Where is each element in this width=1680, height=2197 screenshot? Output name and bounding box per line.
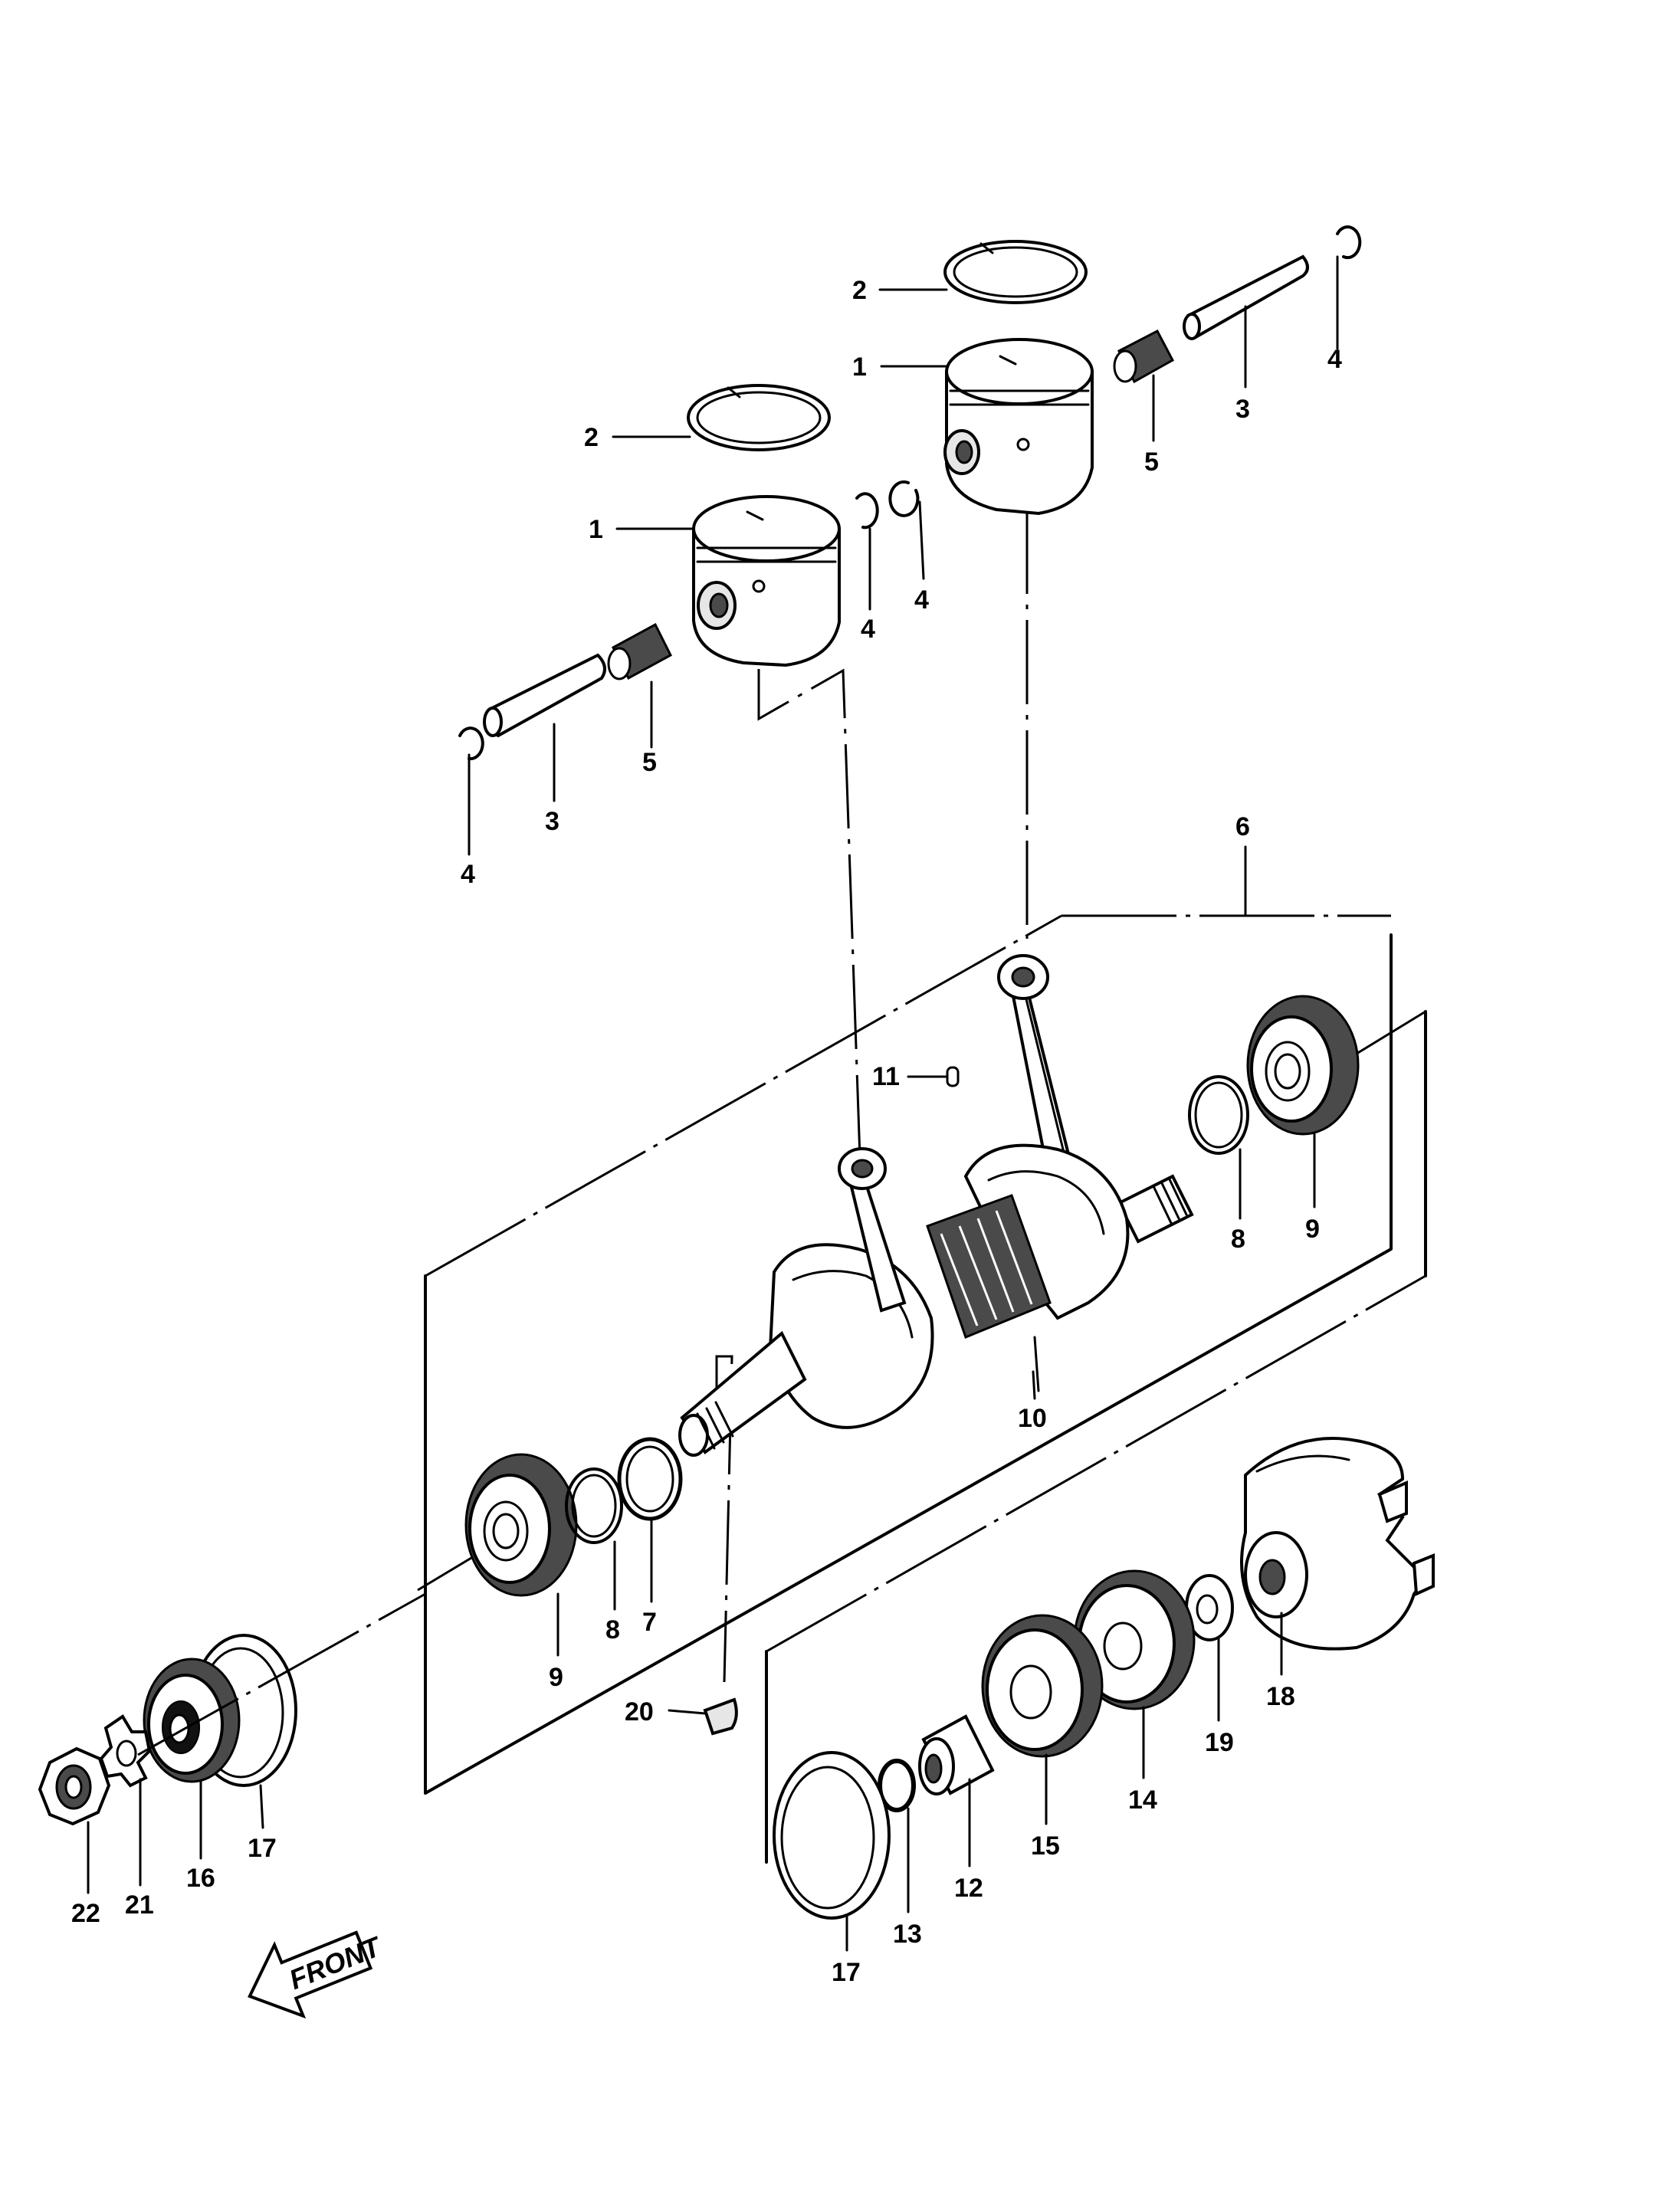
piston-ring-2-left	[687, 384, 831, 451]
callout-9-left: 9	[549, 1663, 563, 1692]
callout-5-left: 5	[642, 748, 657, 777]
lock-washer-21	[99, 1714, 152, 1788]
circlip-4-right-left	[888, 480, 920, 517]
pulley-bracket	[765, 1010, 1427, 1864]
callout-3-left: 3	[545, 807, 559, 836]
callout-15: 15	[1031, 1831, 1060, 1861]
spacer-14	[1073, 1569, 1196, 1710]
callout-12: 12	[954, 1874, 983, 1903]
piston-1-right	[943, 338, 1094, 516]
crankshaft-10	[678, 954, 1194, 1457]
right-shaft-threads	[1152, 1176, 1188, 1225]
washer-19	[1185, 1574, 1234, 1641]
callout-7: 7	[642, 1608, 657, 1637]
callout-3-right: 3	[1235, 395, 1250, 424]
piston-pin-3-left	[483, 653, 606, 738]
assembly-bracket	[424, 845, 1393, 1795]
callout-4-left-right: 4	[861, 615, 875, 644]
callout-11: 11	[872, 1062, 900, 1091]
piston-1-left	[692, 495, 841, 667]
callout-14: 14	[1128, 1785, 1157, 1815]
callout-4-right-left: 4	[914, 585, 929, 615]
drive-pulley-18	[1240, 1437, 1435, 1651]
seal-holder-16	[143, 1658, 241, 1783]
callout-18: 18	[1266, 1682, 1295, 1711]
piston-pin-3-right	[1183, 254, 1309, 340]
o-ring-13	[878, 1759, 916, 1812]
callout-20: 20	[625, 1697, 654, 1726]
callout-17-bottom: 17	[832, 1958, 861, 1987]
callout-21: 21	[125, 1890, 154, 1920]
plate-15	[981, 1614, 1104, 1758]
callout-2-right: 2	[852, 276, 867, 305]
callout-22: 22	[71, 1899, 100, 1928]
leader-lines	[87, 255, 1339, 1952]
shim-8-right	[1188, 1075, 1249, 1155]
labyrinth-grooves	[940, 1210, 1033, 1326]
callout-9-right: 9	[1305, 1215, 1320, 1244]
needle-bearing-5-left	[607, 622, 672, 680]
callout-1-left: 1	[589, 515, 603, 544]
callout-1-right: 1	[852, 353, 867, 382]
callout-19: 19	[1205, 1728, 1234, 1757]
circlip-4-right-top	[1336, 225, 1362, 260]
needle-bearing-5-right	[1113, 329, 1175, 384]
callout-labels: 2 1 2 1 4 3 5 4 4 4 5 3 4 6 11 8 9 10 9 …	[71, 276, 1342, 1987]
callout-2-left: 2	[584, 423, 599, 452]
callout-17-left: 17	[248, 1834, 277, 1863]
front-direction-arrow: FRONT	[248, 1930, 387, 2019]
shim-8-left	[565, 1467, 623, 1544]
piston-ring-2-right	[943, 240, 1088, 304]
circlip-4-left-bottom	[458, 726, 484, 761]
callout-16: 16	[186, 1864, 215, 1893]
callout-4-right-top: 4	[1327, 345, 1342, 374]
ball-bearing-9-right	[1246, 995, 1360, 1136]
washer-17-bottom	[773, 1751, 891, 1920]
left-shaft-threads	[696, 1401, 734, 1450]
callout-6: 6	[1235, 812, 1250, 841]
callout-8-left: 8	[605, 1615, 620, 1644]
callout-5-right: 5	[1144, 448, 1159, 477]
key-20	[703, 1697, 738, 1736]
callout-13: 13	[893, 1920, 922, 1949]
callout-8-right: 8	[1231, 1225, 1245, 1254]
collar-12	[918, 1714, 995, 1795]
ball-bearing-9-left	[464, 1453, 578, 1597]
callout-4-left-bottom: 4	[461, 860, 475, 889]
circlip-4-left-right	[855, 492, 879, 530]
oil-seal-7	[617, 1437, 683, 1521]
nut-22	[38, 1746, 111, 1826]
pin-11	[946, 1066, 960, 1087]
callout-10: 10	[1018, 1404, 1047, 1433]
